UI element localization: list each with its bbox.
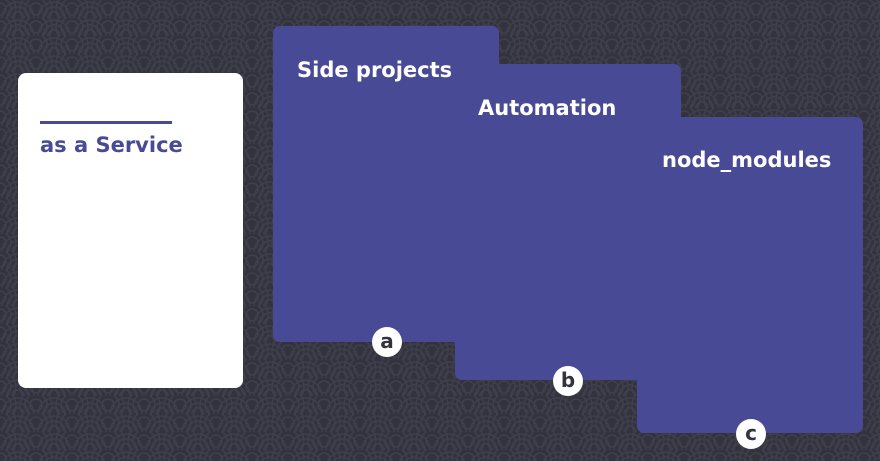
automation-title: Automation	[478, 96, 617, 120]
badge-b: b	[553, 366, 583, 396]
node-modules-card: node_modules	[637, 117, 863, 433]
as-a-service-title: as a Service	[40, 133, 183, 157]
node-modules-title: node_modules	[662, 148, 832, 172]
side-projects-title: Side projects	[297, 58, 453, 82]
badge-a: a	[372, 327, 402, 357]
badge-c: c	[736, 419, 766, 449]
as-a-service-card: as a Service	[18, 73, 243, 388]
title-rule	[40, 121, 172, 124]
